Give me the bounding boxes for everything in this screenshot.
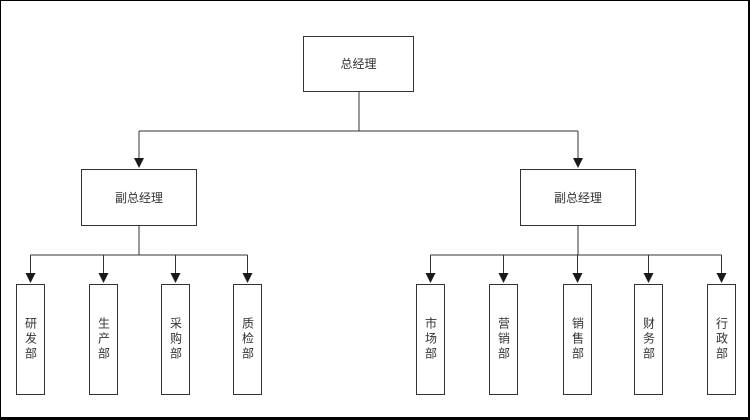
connector-root-trunk	[139, 92, 578, 132]
connector-deputy-left-trunk	[30, 226, 248, 256]
node-dept-sales-label: 销售部	[570, 317, 585, 362]
node-dept-production[interactable]: 生产部	[89, 284, 118, 395]
node-dept-marketing-label: 市场部	[423, 317, 438, 362]
node-dept-marketing[interactable]: 市场部	[416, 284, 445, 395]
node-dept-rd-label: 研发部	[23, 317, 38, 362]
node-dept-purchasing[interactable]: 采购部	[161, 284, 190, 395]
node-deputy-gm-left-label: 副总经理	[114, 190, 163, 205]
node-deputy-gm-right[interactable]: 副总经理	[520, 169, 636, 226]
node-dept-purchasing-label: 采购部	[168, 317, 183, 362]
node-general-manager[interactable]: 总经理	[303, 36, 414, 92]
node-dept-sales-marketing-label: 营销部	[496, 317, 511, 362]
node-dept-quality[interactable]: 质检部	[233, 284, 262, 395]
node-general-manager-label: 总经理	[340, 57, 377, 71]
node-dept-admin[interactable]: 行政部	[707, 284, 736, 395]
node-dept-production-label: 生产部	[96, 317, 111, 362]
node-dept-sales[interactable]: 销售部	[563, 284, 592, 395]
node-dept-rd[interactable]: 研发部	[16, 284, 45, 395]
node-deputy-gm-right-label: 副总经理	[553, 190, 602, 205]
node-deputy-gm-left[interactable]: 副总经理	[81, 169, 197, 226]
node-dept-sales-marketing[interactable]: 营销部	[489, 284, 518, 395]
node-dept-quality-label: 质检部	[240, 317, 255, 362]
node-dept-finance-label: 财务部	[641, 317, 656, 362]
node-dept-admin-label: 行政部	[714, 317, 729, 362]
connector-deputy-right-trunk	[430, 226, 722, 256]
node-dept-finance[interactable]: 财务部	[634, 284, 663, 395]
